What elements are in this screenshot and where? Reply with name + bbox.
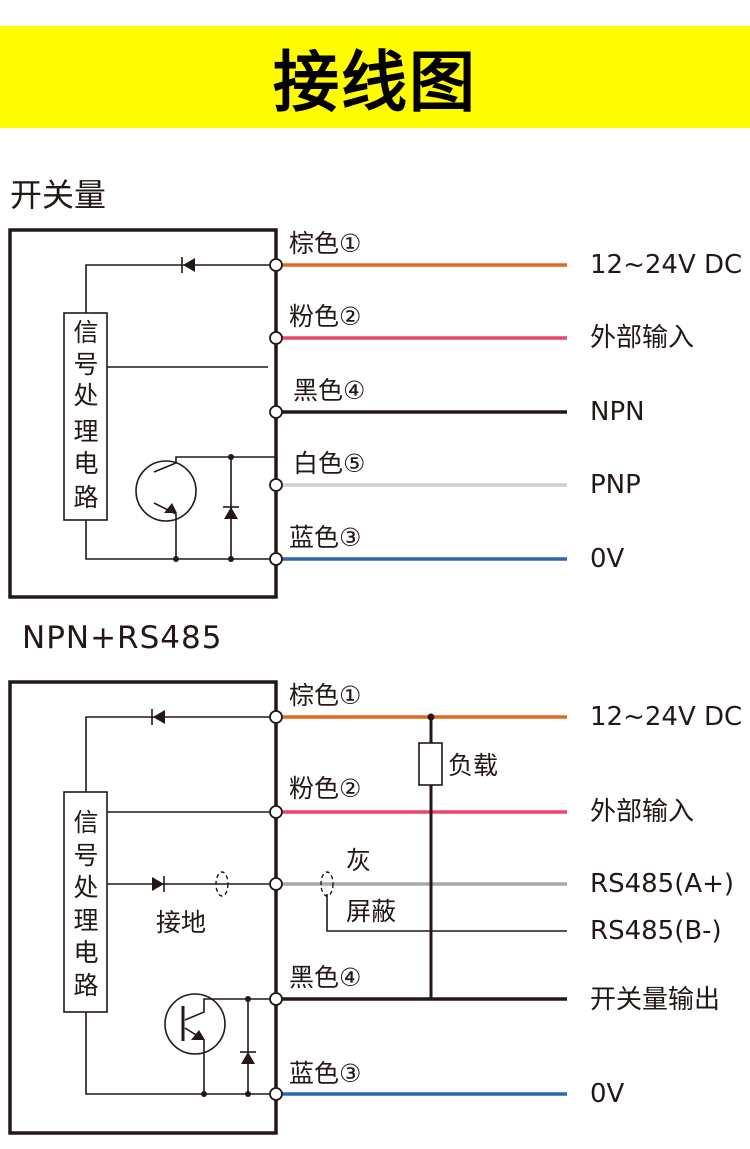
circuit-label: 信 号 处 理 电 路: [73, 808, 98, 1000]
wire-function: 外部输入: [590, 797, 694, 827]
circuit-label: 信 号 处 理 电 路: [73, 318, 98, 512]
shield-label: 屏蔽: [346, 897, 396, 926]
circuit-char: 信: [73, 808, 98, 837]
junction-dot: [245, 1091, 251, 1097]
internal-ground-line: [85, 520, 276, 560]
wire-function: NPN: [590, 397, 645, 427]
circuit-char: 理: [73, 906, 98, 935]
junction-dot: [173, 556, 179, 562]
shield-icon: [320, 871, 334, 897]
circuit-char: 电: [73, 449, 98, 478]
wire-function: 12~24V DC: [590, 250, 742, 280]
diagram-npn-rs485: 负载 灰 屏蔽 接地: [8, 680, 742, 1135]
rs485-diode-icon: [152, 877, 164, 891]
wire-label-blue: 蓝色③: [289, 1059, 361, 1088]
internal-power-line: [85, 264, 276, 313]
junction-dot: [245, 996, 251, 1002]
terminal: [269, 258, 283, 272]
circuit-char: 电: [73, 938, 98, 967]
wire-function: 外部输入: [590, 323, 694, 353]
junction-dot: [228, 556, 234, 562]
npn-transistor-icon: [164, 993, 226, 1055]
terminal: [269, 992, 283, 1006]
wire-function: 0V: [590, 1079, 625, 1109]
terminal: [269, 805, 283, 819]
circuit-char: 信: [73, 318, 98, 347]
internal-power-line: [85, 716, 276, 792]
circuit-char: 号: [73, 350, 98, 379]
load-label: 负载: [448, 751, 498, 780]
wire-function: RS485(A+): [590, 869, 734, 899]
terminal: [269, 405, 283, 419]
gray-label: 灰: [346, 846, 371, 875]
signal-processing-circuit: [63, 312, 108, 521]
emitter-arrow: [164, 503, 177, 513]
terminal: [269, 1087, 283, 1101]
wire-function: 0V: [590, 544, 625, 574]
title-banner: 接线图: [0, 26, 750, 128]
page-title: 接线图: [273, 44, 477, 121]
diode-icon: [183, 258, 195, 272]
terminal: [269, 877, 283, 891]
internal-ground-line: [85, 1012, 276, 1095]
terminal: [269, 331, 283, 345]
circuit-char: 路: [73, 483, 98, 512]
wire-function: 开关量输出: [590, 985, 720, 1015]
sensor-housing: [8, 680, 278, 1135]
transistor-collector: [184, 998, 276, 1021]
phototransistor-icon: [135, 460, 197, 522]
section-title-switch: 开关量: [10, 176, 107, 214]
circuit-char: 理: [73, 417, 98, 446]
circuit-char: 处: [73, 873, 98, 902]
signal-processing-circuit: [63, 791, 108, 1013]
wire-label-pink: 粉色②: [289, 302, 361, 331]
wire-function: PNP: [590, 470, 641, 500]
load-resistor: [418, 742, 443, 786]
wire-label-brown: 棕色①: [289, 229, 361, 258]
ground-label: 接地: [156, 908, 206, 937]
transistor-emitter: [153, 502, 177, 559]
wire-function: 12~24V DC: [590, 702, 742, 732]
wire-label-brown: 棕色①: [289, 681, 361, 710]
protect-diode-icon: [224, 507, 238, 519]
emitter-arrow: [191, 1030, 205, 1040]
diagram-switch: 信 号 处 理 电 路 棕色① 粉色② 黑色④ 白色⑤ 蓝色③ 12~24V D…: [8, 228, 742, 599]
junction-dot: [228, 454, 234, 460]
terminal: [269, 552, 283, 566]
circuit-char: 处: [73, 381, 98, 410]
wire-shield: [326, 894, 567, 932]
junction-dot: [201, 1091, 207, 1097]
terminals: [269, 258, 283, 566]
junction-dot: [427, 713, 435, 721]
wire-label-black: 黑色④: [293, 376, 365, 405]
circuit-char: 号: [73, 841, 98, 870]
sensor-housing: [8, 228, 278, 599]
protect-diode-icon: [241, 1052, 255, 1064]
shield-icon: [215, 871, 229, 897]
terminals: [269, 710, 283, 1101]
circuit-char: 路: [73, 971, 98, 1000]
wire-label-white: 白色⑤: [293, 449, 365, 478]
wire-label-pink: 粉色②: [289, 774, 361, 803]
terminal: [269, 710, 283, 724]
wire-function: RS485(B-): [590, 916, 722, 946]
transistor-collector: [153, 456, 276, 473]
wire-label-blue: 蓝色③: [289, 523, 361, 552]
diode-icon: [153, 710, 165, 724]
section-title-npn-rs485: NPN+RS485: [22, 620, 223, 656]
terminal: [269, 478, 283, 492]
wire-label-black: 黑色④: [289, 963, 361, 992]
